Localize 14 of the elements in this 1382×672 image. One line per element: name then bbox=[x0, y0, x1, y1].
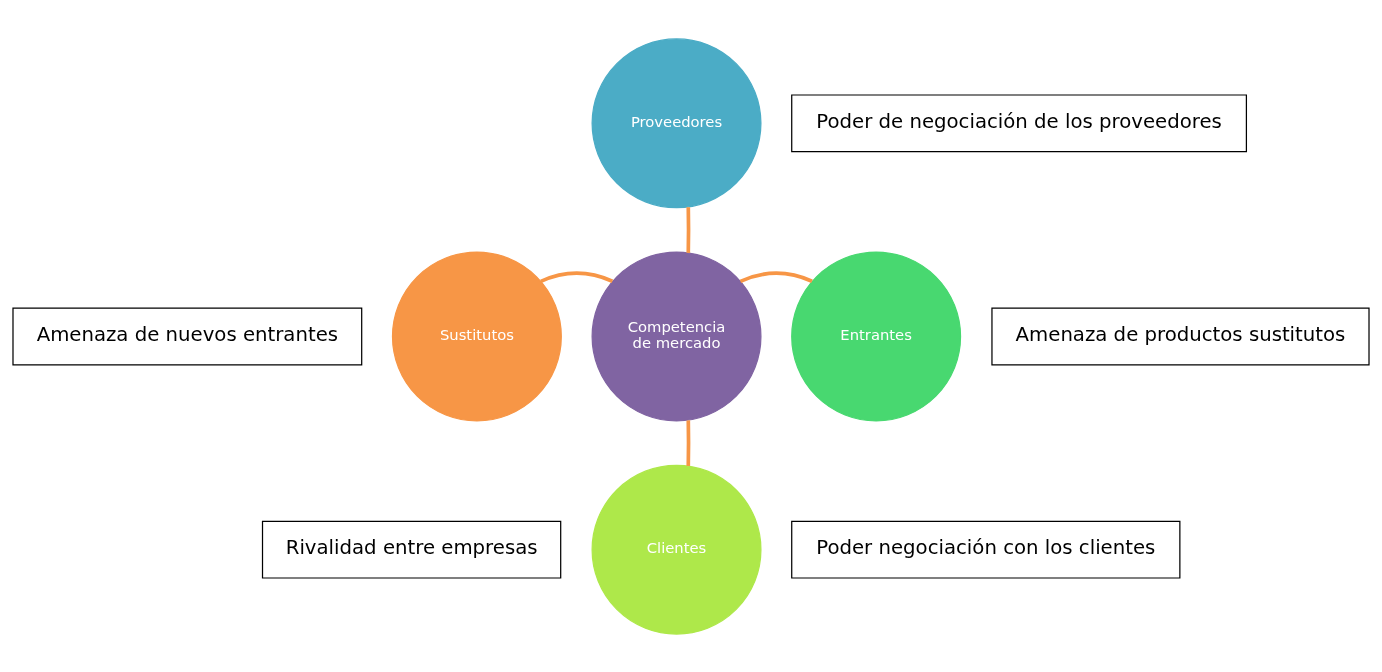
node-box: Amenaza de productos sustitutos bbox=[991, 307, 1370, 365]
node-box: Rivalidad entre empresas bbox=[261, 520, 562, 579]
node-box: Amenaza de nuevos entrantes bbox=[12, 307, 363, 365]
connector bbox=[686, 419, 691, 466]
node-box: Poder de negociación de los proveedores bbox=[791, 93, 1247, 152]
node-circle: Proveedores bbox=[591, 37, 762, 208]
node-circle: Entrantes bbox=[791, 251, 962, 421]
connector bbox=[540, 270, 614, 283]
node-box: Poder negociación con los clientes bbox=[791, 520, 1181, 579]
connector bbox=[739, 270, 813, 283]
node-circle: Clientes bbox=[591, 464, 762, 635]
connector bbox=[686, 206, 691, 253]
node-circle: Sustitutos bbox=[391, 251, 562, 421]
node-circle: Competencia de mercado bbox=[591, 251, 762, 421]
